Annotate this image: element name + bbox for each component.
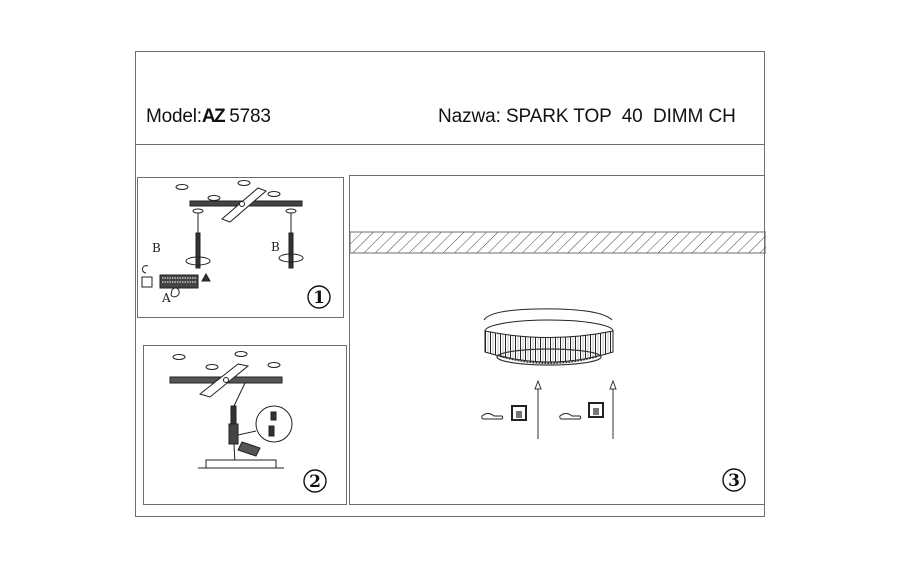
fastener-label-b-left: B	[152, 241, 161, 255]
instruction-sheet-frame	[135, 51, 765, 517]
step-1-panel: B B A 1	[137, 177, 344, 318]
ceiling-lamp-ring	[483, 308, 614, 366]
step-1-badge-ring	[307, 285, 331, 309]
step-3-illustration: 3	[350, 231, 766, 492]
fastener-label-b-right: B	[271, 240, 280, 254]
screw-icon-left	[481, 413, 504, 420]
model-prefix: AZ	[201, 106, 226, 127]
step-1-illustration: B B A 1	[141, 180, 331, 309]
step-2-number: 2	[309, 472, 321, 492]
model-label: Model:AZ 5783	[146, 106, 271, 128]
step-3-panel: 3	[349, 175, 766, 505]
bracket-icon-left	[511, 405, 527, 421]
step-2-badge-ring	[303, 469, 327, 493]
step-2-panel: 2	[143, 345, 347, 505]
screw-icon-right	[559, 413, 582, 420]
step-2-illustration: 2	[169, 351, 327, 493]
model-label-text: Model:	[146, 106, 202, 127]
name-label: Nazwa:	[438, 106, 501, 127]
step-1-number: 1	[313, 288, 325, 308]
header-divider	[135, 144, 765, 145]
step-3-number: 3	[728, 471, 740, 491]
step-3-badge-ring	[722, 468, 746, 492]
name-value: SPARK TOP 40 DIMM CH	[505, 106, 736, 127]
bracket-icon-right	[588, 402, 604, 418]
connector-label-a: A	[161, 291, 171, 305]
ceiling-hatch	[350, 231, 766, 254]
model-number: 5783	[229, 106, 271, 127]
product-name: Nazwa: SPARK TOP 40 DIMM CH	[438, 106, 736, 128]
mounting-arrows	[534, 379, 617, 439]
